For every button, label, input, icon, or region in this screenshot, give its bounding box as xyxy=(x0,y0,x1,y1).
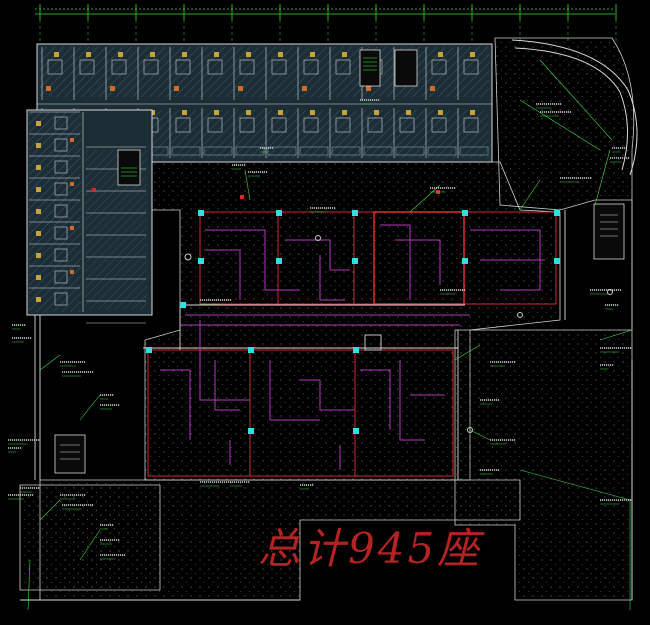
bathroom-pod xyxy=(335,59,351,75)
fixture-mark xyxy=(470,52,475,57)
fixture-mark xyxy=(246,52,251,57)
fixture-mark xyxy=(36,187,41,192)
fixture-mark xyxy=(278,52,283,57)
fixture-mark xyxy=(406,110,411,115)
bathroom-pod xyxy=(303,117,319,133)
fixture-mark xyxy=(36,209,41,214)
guestroom-wing-west xyxy=(26,109,153,324)
bed-outline xyxy=(331,146,361,156)
bathroom-pod xyxy=(175,117,191,133)
fixture-mark xyxy=(110,86,115,91)
fixture-mark xyxy=(374,110,379,115)
fixture-mark xyxy=(366,86,371,91)
fixture-mark xyxy=(342,110,347,115)
bathroom-pod xyxy=(431,59,447,75)
bathroom-pod xyxy=(271,117,287,133)
fixture-mark xyxy=(36,297,41,302)
fixture-mark xyxy=(278,110,283,115)
bed-outline xyxy=(299,146,329,156)
banquet-halls-lower xyxy=(147,349,454,477)
grid-axis-top xyxy=(35,4,617,44)
fixture-mark xyxy=(36,253,41,258)
fixture-mark xyxy=(36,231,41,236)
bathroom-pod xyxy=(367,117,383,133)
bathroom-pod xyxy=(239,59,255,75)
bathroom-pod xyxy=(54,182,68,196)
fixture-mark xyxy=(54,52,59,57)
bathroom-pod xyxy=(463,117,479,133)
bathroom-pod xyxy=(335,117,351,133)
fixture-mark xyxy=(36,143,41,148)
bathroom-pod xyxy=(111,59,127,75)
fixture-mark xyxy=(86,52,91,57)
fixture-mark xyxy=(70,138,74,142)
bathroom-pod xyxy=(47,59,63,75)
bathroom-pod xyxy=(399,117,415,133)
fixture-mark xyxy=(342,52,347,57)
bed-outline xyxy=(395,146,425,156)
bathroom-pod xyxy=(54,270,68,284)
stair-treads xyxy=(60,57,618,460)
fixture-mark xyxy=(36,275,41,280)
bathroom-pod xyxy=(239,117,255,133)
fixture-mark xyxy=(174,86,179,91)
bed-outline xyxy=(171,146,201,156)
bathroom-pod xyxy=(54,160,68,174)
bed-outline xyxy=(235,146,265,156)
fixture-mark xyxy=(438,52,443,57)
bathroom-pod xyxy=(271,59,287,75)
fixture-mark xyxy=(36,121,41,126)
bathroom-pod xyxy=(54,204,68,218)
fixture-mark xyxy=(118,52,123,57)
bathroom-pod xyxy=(54,226,68,240)
bathroom-pod xyxy=(431,117,447,133)
bathroom-pod xyxy=(79,59,95,75)
fixture-mark xyxy=(438,110,443,115)
guestroom-wing-north xyxy=(36,43,493,163)
walls xyxy=(20,200,633,601)
bathroom-pod xyxy=(207,117,223,133)
fixture-mark xyxy=(246,110,251,115)
fixture-mark xyxy=(310,52,315,57)
bathroom-pod xyxy=(54,248,68,262)
fixture-mark xyxy=(150,52,155,57)
curved-facade xyxy=(511,39,638,176)
bed-outline xyxy=(203,146,233,156)
fixture-mark xyxy=(46,86,51,91)
fixture-mark xyxy=(70,182,74,186)
fixture-mark xyxy=(470,110,475,115)
fixture-mark xyxy=(430,86,435,91)
fixture-mark xyxy=(182,110,187,115)
bed-outline xyxy=(427,146,457,156)
fixture-mark xyxy=(36,165,41,170)
fixture-mark xyxy=(70,270,74,274)
leader-lines xyxy=(27,59,633,611)
fixture-mark xyxy=(214,52,219,57)
fixture-mark xyxy=(238,86,243,91)
bathroom-pod xyxy=(207,59,223,75)
total-seat-count: 总计945座 xyxy=(258,524,483,573)
bed-outline xyxy=(459,146,489,156)
bathroom-pod xyxy=(463,59,479,75)
bed-outline xyxy=(363,146,393,156)
bathroom-pod xyxy=(54,292,68,306)
bathroom-pod xyxy=(54,116,68,130)
fixture-mark xyxy=(214,110,219,115)
diffuser-marks xyxy=(146,210,560,434)
drawing-annotations xyxy=(8,99,632,560)
duct-lines xyxy=(160,224,545,470)
fixture-mark xyxy=(302,86,307,91)
bathroom-pod xyxy=(143,59,159,75)
fixture-mark xyxy=(70,226,74,230)
fixture-mark xyxy=(310,110,315,115)
fixture-mark xyxy=(182,52,187,57)
bathroom-pod xyxy=(54,138,68,152)
bed-outline xyxy=(267,146,297,156)
bathroom-pod xyxy=(303,59,319,75)
bathroom-pod xyxy=(175,59,191,75)
